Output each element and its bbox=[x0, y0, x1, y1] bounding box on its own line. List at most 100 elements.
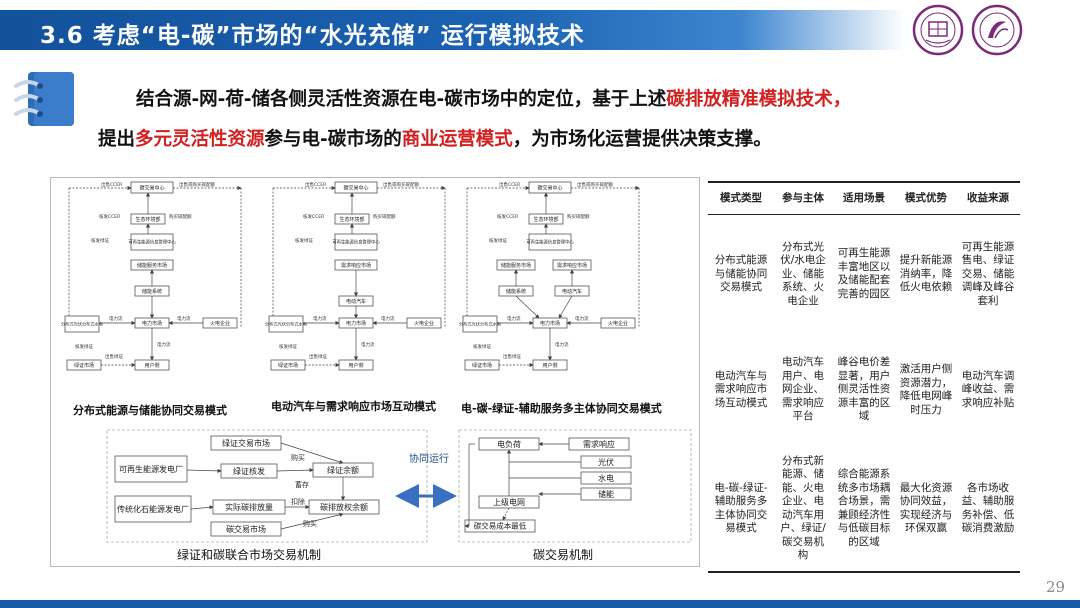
diagram-box-label: 用户侧 bbox=[542, 362, 557, 369]
diagram-box-label: 碳交易中心 bbox=[139, 184, 164, 191]
diagram-edge-label: 核发绿证 bbox=[489, 237, 507, 244]
diagram-edge-label: 出售绿证 bbox=[503, 353, 521, 360]
table-cell: 提升新能源消纳率，降低火电依赖 bbox=[899, 254, 953, 293]
diagram-box-label: 绿证余额 bbox=[327, 465, 359, 475]
diagram-edge-label: 核发绿证 bbox=[75, 343, 93, 350]
diagram-edge-label: 核发CCER bbox=[99, 213, 120, 220]
table-cell: 电动汽车用户、电网企业、需求响应平台 bbox=[782, 356, 824, 423]
diagram-connector bbox=[515, 295, 540, 319]
table-cell: 分布式光伏/水电企业、储能系统、火电企业 bbox=[780, 240, 826, 307]
diagram-connector bbox=[186, 468, 222, 473]
diagram-box-label: 光伏 bbox=[598, 457, 614, 467]
diagram-edge-label: 协同运行 bbox=[409, 452, 449, 465]
diagram-edge-label: 电力流 bbox=[157, 341, 171, 348]
table-cell: 综合能源系统多市场耦合场景，需兼顾经济性与低碳目标的区域 bbox=[832, 446, 896, 573]
diagram-box-label: 可再生能源信息管理中心 bbox=[128, 239, 176, 246]
diagram-green-carbon-market: 绿证交易市场可再生能源发电厂绿证核发绿证余额传统化石能源发电厂实际碳排放量碳排放… bbox=[106, 429, 457, 543]
caption-multi-subject: 电-碳-绿证-辅助服务多主体协同交易模式 bbox=[461, 402, 662, 415]
diagram-box-label: 需求响应市场 bbox=[341, 262, 371, 269]
diagram-box-label: 用户侧 bbox=[348, 362, 363, 369]
diagram-box-label: 可再生能源信息管理中心 bbox=[526, 239, 574, 246]
intro-text: 结合源-网-荷-储各侧灵活性资源在电-碳市场中的定位，基于上述碳排放精准模拟技术… bbox=[98, 80, 1048, 160]
diagram-edge-label: 购买碳配额 bbox=[567, 213, 590, 220]
diagram-edge-label: 电力流 bbox=[381, 315, 395, 322]
caption-distributed-storage: 分布式能源与储能协同交易模式 bbox=[73, 404, 227, 417]
table-cell: 分布式新能源、储能、火电企业、电动汽车用户、绿证/碳交易机构 bbox=[774, 446, 832, 573]
diagram-box-label: 碳交易成本最低 bbox=[474, 521, 527, 531]
table-header-cell: 模式类型 bbox=[708, 181, 774, 215]
diagram-box-label: 需求响应 bbox=[583, 439, 615, 449]
diagram-box-label: 电力市场 bbox=[142, 320, 162, 327]
diagram-edge-label: 出售CCER bbox=[499, 181, 520, 188]
intro-highlight-carbon-tech: 碳排放精准模拟技术， bbox=[666, 89, 852, 110]
diagram-box-label: 电力市场 bbox=[540, 320, 560, 327]
intro-highlight-business-mode: 商业运营模式 bbox=[401, 129, 513, 150]
diagram-box-label: 用户侧 bbox=[144, 362, 159, 369]
diagram-box-label: 火电企业 bbox=[210, 320, 230, 327]
diagram-edge-label: 电力流 bbox=[575, 315, 589, 322]
diagram-box-label: 储能系统 bbox=[142, 288, 162, 295]
diagram-edge-label: 购买碳配额 bbox=[169, 213, 192, 220]
green-info-center-node bbox=[130, 233, 174, 251]
diagram-box-label: 传统化石能源发电厂 bbox=[117, 504, 189, 514]
diagram-edge-label: 出售CCER bbox=[305, 181, 326, 188]
table-cell: 最大化资源协同效益，实现经济与环保双赢 bbox=[896, 446, 956, 573]
institute-seal-right-icon bbox=[971, 4, 1023, 56]
diagram-box-label: 电动汽车 bbox=[562, 288, 582, 295]
diagram-connector bbox=[558, 295, 573, 319]
diagram-box-label: 分布式光伏分布式水电 bbox=[61, 320, 104, 327]
diagram-box-label: 储能服务市场 bbox=[137, 262, 167, 269]
diagram-box-label: 绿证核发 bbox=[233, 466, 265, 476]
diagram-box-label: 储能系统 bbox=[506, 288, 526, 295]
intro-line2-part-e: ，为市场化运营提供决策支撑。 bbox=[512, 129, 772, 150]
diagram-edge-label: 电力流 bbox=[177, 315, 191, 322]
page-number: 29 bbox=[1046, 578, 1066, 596]
diagram-box-label: 火电企业 bbox=[414, 320, 434, 327]
diagram-box-label: 电负荷 bbox=[497, 439, 521, 449]
diagram-box-label: 储能服务市场 bbox=[501, 262, 531, 269]
table-row: 电-碳-绿证-辅助服务多主体协同交易模式 分布式新能源、储能、火电企业、电动汽车… bbox=[708, 446, 1020, 573]
caption-carbon-trading: 碳交易机制 bbox=[533, 548, 594, 562]
table-cell: 可再生能源丰富地区以及储能配套完善的园区 bbox=[837, 247, 891, 300]
table-cell: 激活用户侧资源潜力，降低电网峰时压力 bbox=[899, 363, 953, 416]
table-header-cell: 模式优势 bbox=[896, 181, 956, 215]
table-cell: 分布式能源与储能协同交易模式 bbox=[714, 254, 768, 293]
diagram-box-label: 储能 bbox=[598, 489, 614, 499]
diagram-box-label: 绿证市场 bbox=[74, 362, 94, 369]
diagram-box-label: 电力市场 bbox=[346, 320, 366, 327]
intro-line2-part-c: 参与电-碳市场的 bbox=[264, 129, 402, 150]
diagram-edge-label: 蓄存 bbox=[295, 480, 309, 489]
business-mode-table: 模式类型 参与主体 适用场景 模式优势 收益来源 分布式能源与储能协同交易模式 … bbox=[708, 181, 1020, 573]
diagram-box-label: 碳交易市场 bbox=[226, 524, 266, 534]
table-cell: 电动汽车与需求响应市场互动模式 bbox=[714, 369, 768, 409]
diagram-box-label: 分布式光伏分布式水电 bbox=[459, 320, 502, 327]
table-cell: 各市场收益、辅助服务补偿、低碳消费激励 bbox=[956, 446, 1020, 573]
title-band bbox=[0, 10, 905, 50]
table-header-cell: 参与主体 bbox=[774, 181, 832, 215]
diagram-edge-label: 扣除 bbox=[291, 497, 305, 506]
table-row: 分布式能源与储能协同交易模式 分布式光伏/水电企业、储能系统、火电企业 可再生能… bbox=[708, 214, 1020, 334]
diagram-carbon-trading: 电负荷需求响应光伏水电储能上级电网碳交易成本最低 bbox=[458, 429, 692, 543]
diagram-edge-label: 出售或购买碳配额 bbox=[577, 181, 613, 188]
diagram-box-label: 碳交易中心 bbox=[537, 184, 562, 191]
diagram-box-label: 实际碳排放量 bbox=[225, 502, 273, 512]
diagram-connector bbox=[190, 505, 214, 510]
green-info-center-node bbox=[528, 233, 572, 251]
diagram-box-label: 碳排放权余额 bbox=[320, 502, 368, 512]
distributed-energy-node bbox=[462, 315, 498, 333]
university-seal-left-icon bbox=[912, 4, 964, 56]
intro-line-1: 结合源-网-荷-储各侧灵活性资源在电-碳市场中的定位，基于上述碳排放精准模拟技术… bbox=[98, 80, 1048, 120]
diagram-edge-label: 电力流 bbox=[555, 341, 569, 348]
diagram-box-label: 可再生能源信息管理中心 bbox=[332, 239, 380, 246]
fossil-plant-node bbox=[114, 495, 192, 523]
caption-green-carbon-market: 绿证和碳联合市场交易机制 bbox=[177, 548, 322, 562]
diagram-edge-label: 出售CCER bbox=[101, 181, 122, 188]
renewable-plant-node bbox=[114, 455, 188, 483]
diagram-box-label: 绿证市场 bbox=[278, 362, 298, 369]
diagram-edge-label: 电力流 bbox=[361, 341, 375, 348]
green-info-center-node bbox=[334, 233, 378, 251]
